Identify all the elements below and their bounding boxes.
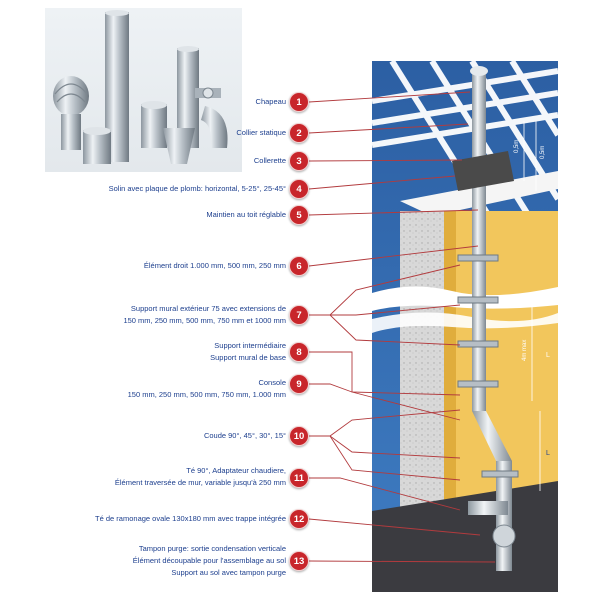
legend-line: Élément traversée de mur, variable jusqu… xyxy=(114,478,286,487)
legend-label-11: Té 90°, Adaptateur chaudiere, Élément tr… xyxy=(115,465,286,489)
legend-line: Support mural extérieur 75 avec extensio… xyxy=(130,304,286,313)
legend-line: Maintien au toit réglable xyxy=(206,210,286,219)
legend-label-3: Collerette xyxy=(254,155,286,167)
legend-badge-3: 3 xyxy=(289,151,309,171)
legend-line: Collerette xyxy=(253,156,286,165)
legend-badge-12: 12 xyxy=(289,509,309,529)
chimney-installation-drawing: 0,5m 0,5m 4m max L L xyxy=(371,59,561,592)
legend-line: Collier statique xyxy=(236,128,286,137)
legend-badge-13: 13 xyxy=(289,551,309,571)
legend-label-4: Solin avec plaque de plomb: horizontal, … xyxy=(109,183,286,195)
legend-badge-8: 8 xyxy=(289,342,309,362)
legend-line: Élément droit 1.000 mm, 500 mm, 250 mm xyxy=(143,261,286,270)
legend-line: Solin avec plaque de plomb: horizontal, … xyxy=(108,184,286,193)
legend-label-13: Tampon purge: sortie condensation vertic… xyxy=(133,543,286,579)
legend-badge-7: 7 xyxy=(289,305,309,325)
legend-label-6: Élément droit 1.000 mm, 500 mm, 250 mm xyxy=(144,260,286,272)
legend-label-10: Coude 90°, 45°, 30°, 15° xyxy=(204,430,286,442)
legend-badge-9: 9 xyxy=(289,374,309,394)
dimension-roof-top: 0,5m xyxy=(514,140,520,153)
legend-line: Support mural de base xyxy=(210,353,286,362)
legend-line: Té de ramonage ovale 130x180 mm avec tra… xyxy=(95,514,286,523)
legend-label-7: Support mural extérieur 75 avec extensio… xyxy=(123,303,286,327)
legend-line: Élément découpable pour l'assemblage au … xyxy=(132,556,286,565)
legend-badge-11: 11 xyxy=(289,468,309,488)
legend-label-12: Té de ramonage ovale 130x180 mm avec tra… xyxy=(95,513,286,525)
legend-line: Tampon purge: sortie condensation vertic… xyxy=(138,544,286,553)
dimension-mid-span: 4m max xyxy=(522,340,528,361)
legend-badge-4: 4 xyxy=(289,179,309,199)
legend-line: Chapeau xyxy=(255,97,286,106)
legend-label-1: Chapeau xyxy=(256,96,286,108)
legend-line: Support au sol avec tampon purge xyxy=(171,568,286,577)
legend-line: Support intermédiaire xyxy=(214,341,286,350)
legend-label-5: Maintien au toit réglable xyxy=(206,209,286,221)
dimension-mid-l: L xyxy=(546,352,550,359)
legend-label-9: Console 150 mm, 250 mm, 500 mm, 750 mm, … xyxy=(128,377,286,401)
legend-badge-2: 2 xyxy=(289,123,309,143)
legend-line: Console xyxy=(258,378,286,387)
legend-badge-10: 10 xyxy=(289,426,309,446)
legend-line: 150 mm, 250 mm, 500 mm, 750 mm, 1.000 mm xyxy=(127,390,286,399)
legend-badge-5: 5 xyxy=(289,205,309,225)
dimension-low-l: L xyxy=(546,450,550,457)
legend-badge-6: 6 xyxy=(289,256,309,276)
dimension-roof-side: 0,5m xyxy=(540,146,546,159)
legend-label-8: Support intermédiaire Support mural de b… xyxy=(210,340,286,364)
legend-line: Coude 90°, 45°, 30°, 15° xyxy=(203,431,286,440)
product-photo xyxy=(45,8,242,172)
building-cutaway: 0,5m 0,5m 4m max L L xyxy=(371,59,561,592)
legend-badge-1: 1 xyxy=(289,92,309,112)
legend-line: 150 mm, 250 mm, 500 mm, 750 mm et 1000 m… xyxy=(123,316,286,325)
legend-label-2: Collier statique xyxy=(236,127,286,139)
stainless-parts-illustration xyxy=(53,10,228,164)
legend-line: Té 90°, Adaptateur chaudiere, xyxy=(186,466,286,475)
